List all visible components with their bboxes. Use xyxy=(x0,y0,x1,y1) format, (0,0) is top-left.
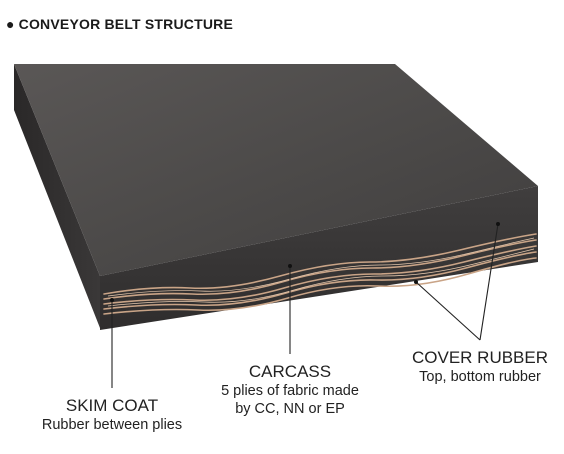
title-text: CONVEYOR BELT STRUCTURE xyxy=(18,16,234,32)
carcass-title: CARCASS xyxy=(248,362,332,381)
carcass-desc-line2: by CC, NN or EP xyxy=(235,401,345,417)
cover-rubber-desc: Top, bottom rubber xyxy=(419,369,541,385)
bullet-icon: ● xyxy=(6,16,15,32)
page-title: ●CONVEYOR BELT STRUCTURE xyxy=(6,16,233,32)
leader-points xyxy=(110,222,500,302)
carcass-highlights xyxy=(107,237,535,307)
leader-cover-top xyxy=(479,223,499,341)
belt-top-surface xyxy=(14,64,538,276)
label-cover-rubber: COVER RUBBER Top, bottom rubber xyxy=(402,348,558,386)
skim-coat-title: SKIM COAT xyxy=(65,396,159,415)
skim-coat-desc: Rubber between plies xyxy=(41,417,183,433)
cover-rubber-title: COVER RUBBER xyxy=(411,348,549,367)
leader-cover-bottom xyxy=(415,281,481,341)
belt-left-side xyxy=(14,64,100,328)
label-carcass: CARCASS 5 plies of fabric made by CC, NN… xyxy=(200,362,380,418)
leader-lines xyxy=(111,223,499,388)
carcass-desc-line1: 5 plies of fabric made xyxy=(221,383,359,399)
carcass-plies xyxy=(103,233,537,315)
label-skim-coat: SKIM COAT Rubber between plies xyxy=(26,396,198,434)
